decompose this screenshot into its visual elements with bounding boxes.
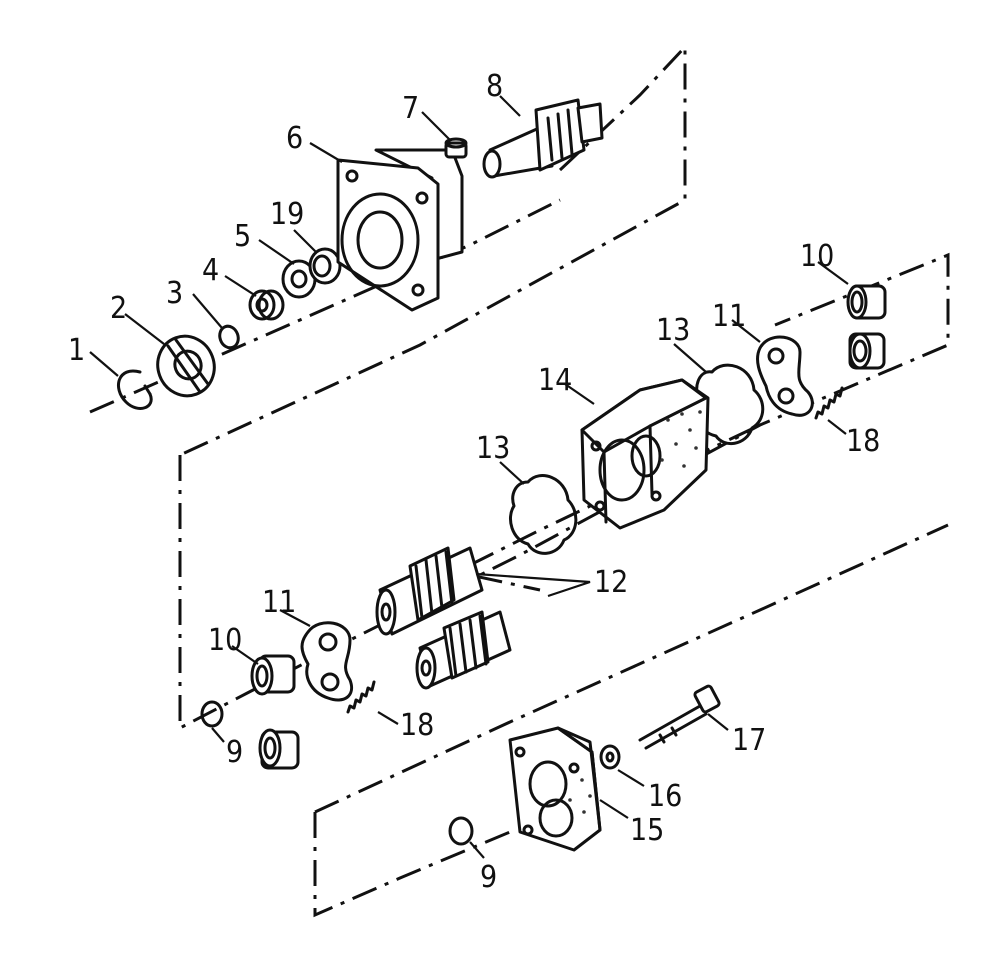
leader-lines xyxy=(89,95,849,859)
pump-body-icon xyxy=(580,378,710,530)
seal-icon xyxy=(156,334,216,398)
front-flange-icon xyxy=(336,148,464,312)
callout-19: 19 xyxy=(270,197,304,232)
callout-13-upper: 13 xyxy=(656,313,690,348)
ring-icon xyxy=(218,324,240,350)
gear-icon xyxy=(375,546,484,636)
bearing-ring-icon xyxy=(308,247,342,285)
callout-11-upper: 11 xyxy=(712,299,746,334)
washer-icon xyxy=(281,259,317,299)
callout-13-lower: 13 xyxy=(476,431,510,466)
callout-16: 16 xyxy=(648,779,682,814)
wear-plate-icon xyxy=(300,621,353,702)
callout-4: 4 xyxy=(202,253,219,288)
callout-3: 3 xyxy=(166,276,183,311)
callout-1: 1 xyxy=(68,333,85,368)
callout-9-upper: 9 xyxy=(226,735,243,770)
o-ring-icon xyxy=(200,700,224,728)
callout-9-lower: 9 xyxy=(480,860,497,895)
callout-7: 7 xyxy=(402,91,419,126)
callout-18-upper: 18 xyxy=(846,424,880,459)
snap-ring-icon xyxy=(117,369,153,410)
spring-icon xyxy=(346,680,376,714)
gear-icon xyxy=(415,610,512,690)
drive-shaft-icon xyxy=(482,98,604,179)
washer-icon xyxy=(599,744,621,770)
screw-icon xyxy=(444,137,468,159)
spacer-icon xyxy=(248,289,285,321)
callout-12: 12 xyxy=(594,565,628,600)
bolt-icon xyxy=(638,684,721,750)
callout-10-upper: 10 xyxy=(800,239,834,274)
callout-15: 15 xyxy=(630,813,664,848)
callout-11-lower: 11 xyxy=(262,585,296,620)
o-ring-icon xyxy=(448,816,474,846)
bushing-icon xyxy=(846,284,887,370)
spring-icon xyxy=(814,386,844,420)
callout-17: 17 xyxy=(732,723,766,758)
wear-plate-icon xyxy=(756,335,814,417)
callout-10-lower: 10 xyxy=(208,623,242,658)
callout-18-lower: 18 xyxy=(400,708,434,743)
callout-6: 6 xyxy=(286,121,303,156)
callout-labels: 1 2 3 4 5 6 7 8 19 10 11 13 14 18 13 12 … xyxy=(68,69,880,895)
callout-14: 14 xyxy=(538,363,572,398)
callout-5: 5 xyxy=(234,219,251,254)
bushing-icon xyxy=(250,654,300,770)
end-cover-icon xyxy=(508,726,602,852)
callout-8: 8 xyxy=(486,69,503,104)
gasket-icon xyxy=(509,474,578,555)
callout-2: 2 xyxy=(110,291,127,326)
